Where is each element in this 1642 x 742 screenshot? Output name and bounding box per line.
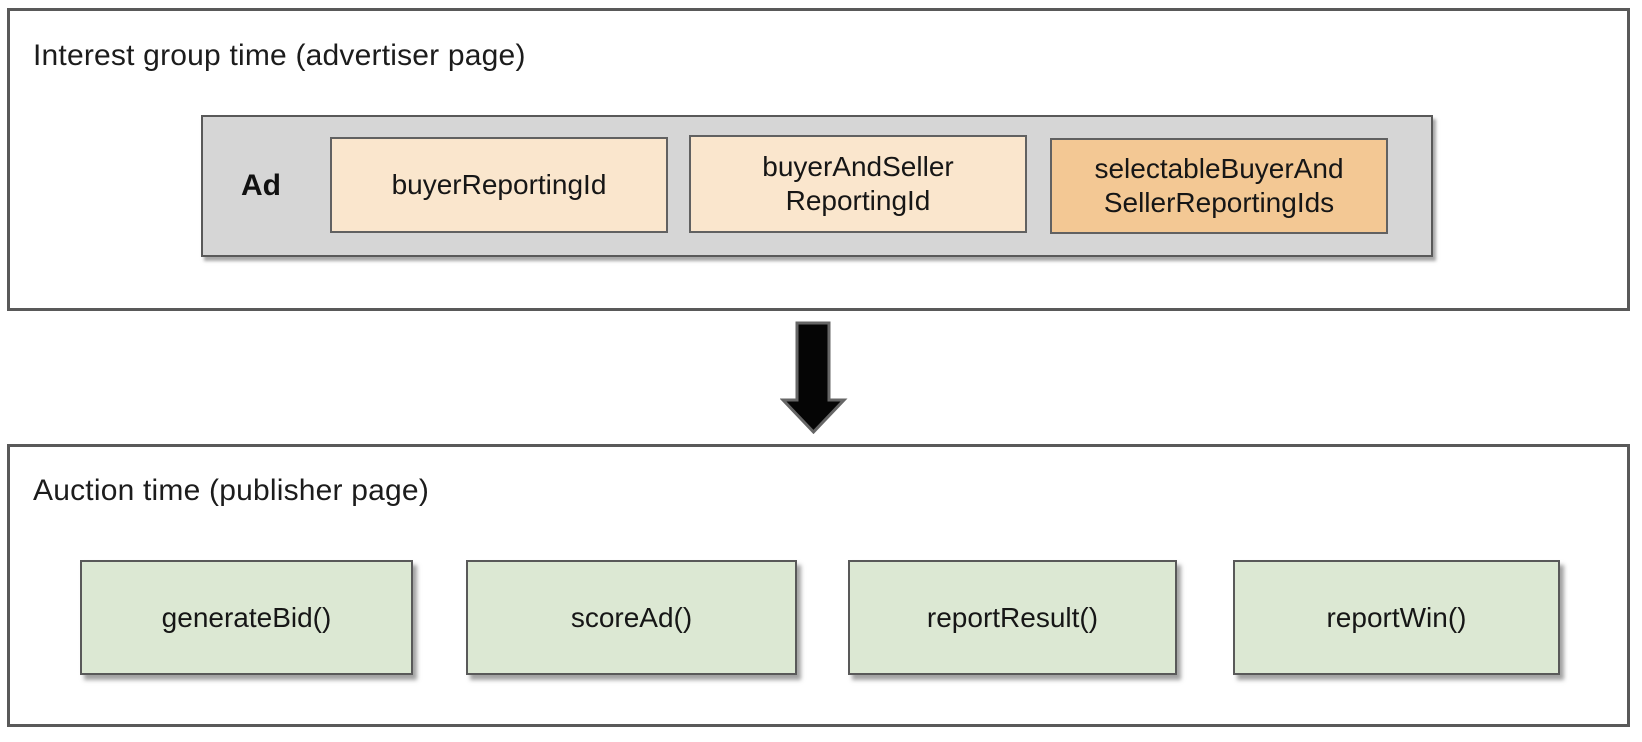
selectable-buyer-and-seller-reporting-ids-label-line2: SellerReportingIds (1103, 187, 1335, 218)
report-win-box: reportWin() (1233, 560, 1560, 675)
down-arrow-icon (780, 321, 848, 434)
buyer-and-seller-reporting-id-label-line1: buyerAndSeller (762, 151, 954, 182)
selectable-buyer-and-seller-reporting-ids-label-line1: selectableBuyerAnd (1094, 153, 1344, 184)
selectable-buyer-and-seller-reporting-ids-box: selectableBuyerAnd SellerReportingIds (1050, 138, 1388, 234)
buyer-reporting-id-box: buyerReportingId (330, 137, 668, 233)
interest-group-time-section: Interest group time (advertiser page) Ad… (7, 8, 1630, 311)
buyer-reporting-id-label: buyerReportingId (391, 169, 607, 200)
auction-time-section: Auction time (publisher page) generateBi… (7, 444, 1630, 727)
report-result-label: reportResult() (926, 601, 1099, 633)
report-win-label: reportWin() (1326, 601, 1467, 633)
generate-bid-box: generateBid() (80, 560, 413, 675)
score-ad-label: scoreAd() (570, 601, 693, 633)
auction-time-title: Auction time (publisher page) (33, 474, 430, 507)
buyer-and-seller-reporting-id-label-line2: ReportingId (785, 185, 931, 216)
interest-group-time-title: Interest group time (advertiser page) (33, 39, 526, 72)
ad-label: Ad (241, 169, 281, 202)
score-ad-box: scoreAd() (466, 560, 797, 675)
buyer-and-seller-reporting-id-box: buyerAndSeller ReportingId (689, 135, 1027, 233)
ad-container: Ad buyerReportingId buyerAndSeller Repor… (201, 115, 1433, 257)
report-result-box: reportResult() (848, 560, 1177, 675)
generate-bid-label: generateBid() (161, 601, 332, 633)
